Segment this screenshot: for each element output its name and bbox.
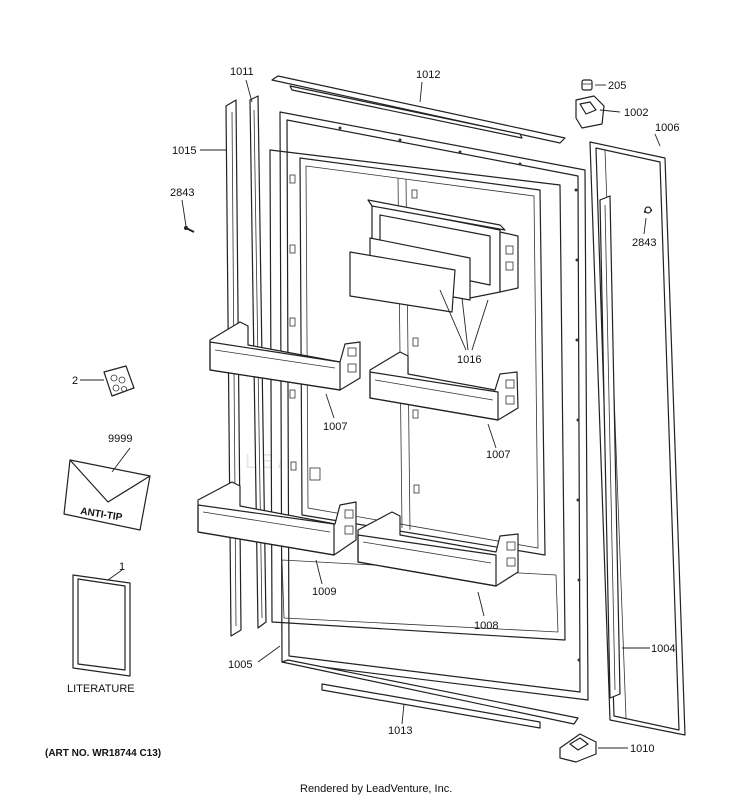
part-1007-upper-right-shelf[interactable] bbox=[369, 351, 519, 421]
part-1007-upper-left-shelf[interactable] bbox=[209, 321, 361, 391]
label-1016: 1016 bbox=[457, 354, 481, 366]
label-1011: 1011 bbox=[230, 66, 254, 78]
label-2: 2 bbox=[72, 375, 78, 387]
leader-lines bbox=[80, 79, 661, 749]
label-1012: 1012 bbox=[416, 69, 440, 81]
label-1015: 1015 bbox=[172, 145, 196, 157]
label-1004: 1004 bbox=[651, 643, 675, 655]
part-1-literature[interactable] bbox=[72, 574, 131, 677]
label-9999: 9999 bbox=[108, 433, 132, 445]
part-1016-dairy-compartment[interactable] bbox=[349, 199, 519, 313]
label-1: 1 bbox=[119, 561, 125, 573]
label-1009: 1009 bbox=[312, 586, 336, 598]
callout-labels: 1011 1012 205 1002 1006 1015 2843 2843 1… bbox=[72, 66, 679, 755]
part-1009-lower-left-bin[interactable] bbox=[197, 481, 357, 556]
art-number: (ART NO. WR18744 C13) bbox=[45, 748, 161, 759]
part-1012-top-trim[interactable] bbox=[271, 75, 566, 144]
label-1010: 1010 bbox=[630, 743, 654, 755]
part-205-hinge-cap[interactable] bbox=[581, 79, 593, 91]
footer-credit: Rendered by LeadVenture, Inc. bbox=[300, 783, 452, 795]
label-1002: 1002 bbox=[624, 107, 648, 119]
part-1008-lower-right-bin[interactable] bbox=[357, 511, 519, 587]
label-2843-right: 2843 bbox=[632, 237, 656, 249]
label-1006: 1006 bbox=[655, 122, 679, 134]
label-1008: 1008 bbox=[474, 620, 498, 632]
part-2-hardware-bag[interactable] bbox=[103, 365, 135, 397]
part-9999-anti-tip-envelope[interactable]: ANTI-TIP bbox=[63, 459, 151, 531]
part-2843-screw-right[interactable] bbox=[643, 206, 653, 214]
part-2843-screw-left[interactable] bbox=[184, 226, 195, 233]
part-1002-top-hinge[interactable] bbox=[575, 95, 605, 129]
label-205: 205 bbox=[608, 80, 626, 92]
label-1007-right: 1007 bbox=[486, 449, 510, 461]
label-1013: 1013 bbox=[388, 725, 412, 737]
part-1004-right-strip[interactable] bbox=[599, 195, 621, 699]
literature-label: LITERATURE bbox=[67, 683, 135, 695]
part-1013-bottom-trim[interactable] bbox=[281, 659, 579, 729]
label-2843-left: 2843 bbox=[170, 187, 194, 199]
part-1010-bottom-hinge[interactable] bbox=[559, 733, 597, 763]
label-1007-left: 1007 bbox=[323, 421, 347, 433]
label-1005: 1005 bbox=[228, 659, 252, 671]
